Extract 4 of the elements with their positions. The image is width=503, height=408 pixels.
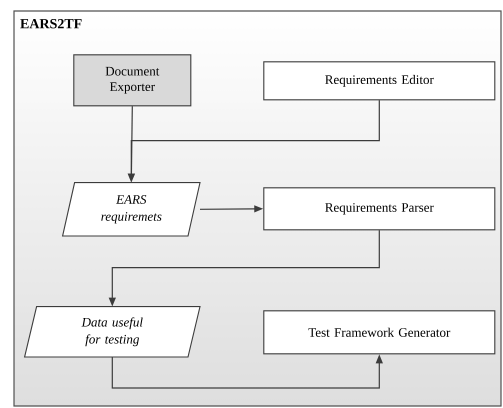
process-box: Requirements Parser (263, 187, 496, 230)
process-box: Test Framework Generator (263, 310, 496, 354)
process-box: Document Exporter (73, 54, 192, 106)
process-box: Requirements Editor (263, 61, 496, 100)
